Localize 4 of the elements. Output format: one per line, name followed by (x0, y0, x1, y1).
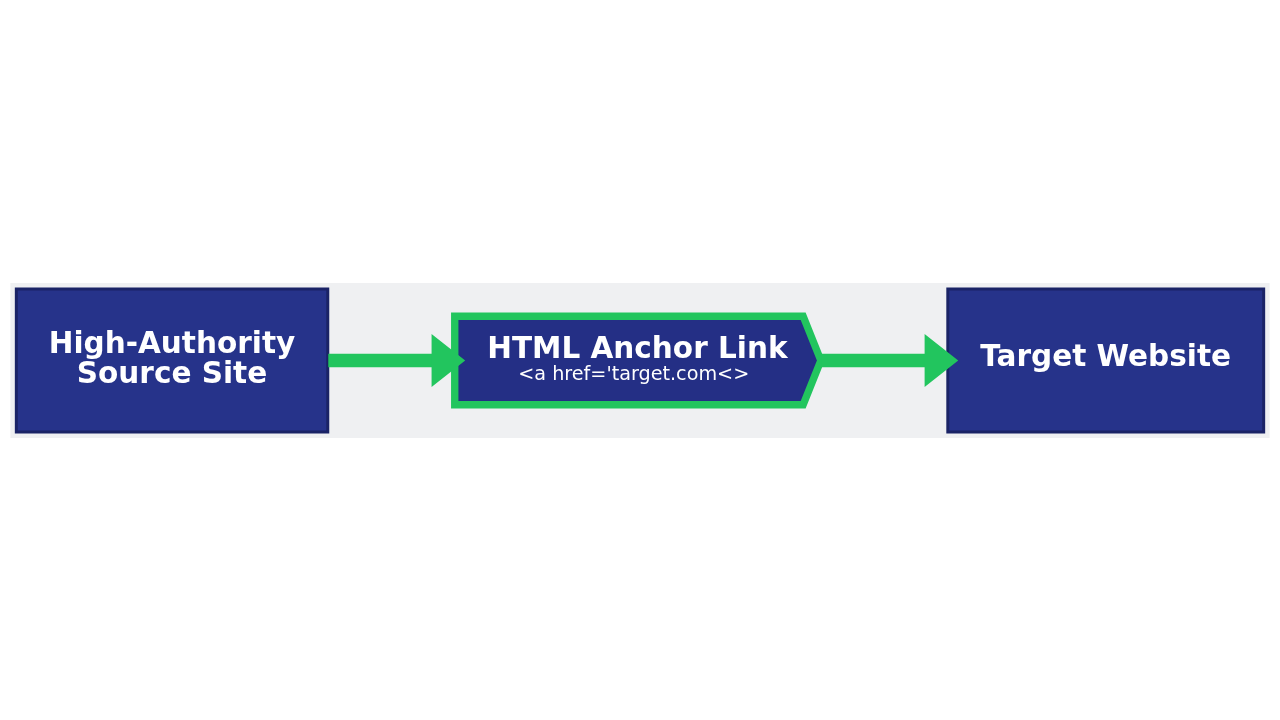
arrow (821, 333, 959, 387)
node-box: Target Website (946, 286, 1266, 434)
arrow (328, 333, 466, 387)
node-box: High-Authority Source Site (14, 286, 330, 434)
